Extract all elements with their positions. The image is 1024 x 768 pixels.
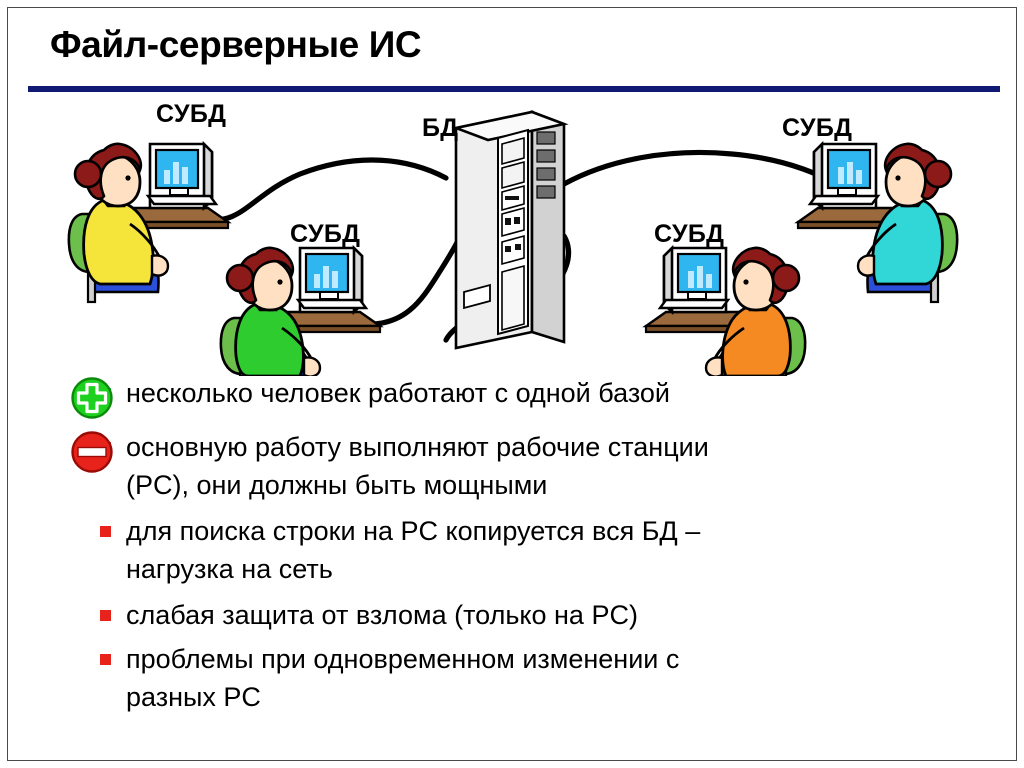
label-bd-server: БД <box>422 114 459 142</box>
label-subd-4: СУБД <box>782 114 853 142</box>
network-cables-and-devices <box>67 110 959 376</box>
bullet-text-cell: несколько человек работают с одной базой <box>126 374 1018 412</box>
bullet-text: проблемы при одновременном изменении с р… <box>126 644 680 712</box>
bullet-marker-cell <box>90 512 126 537</box>
bullet-square-marker <box>100 610 111 621</box>
workstation-graphic-2 <box>219 246 382 376</box>
bullet-marker-cell <box>90 596 126 621</box>
list-item: основную работу выполняют рабочие станци… <box>8 428 1018 504</box>
label-subd-1: СУБД <box>156 100 227 128</box>
list-item: для поиска строки на PC копируется вся Б… <box>8 512 1018 588</box>
title-block: Файл-серверные ИС <box>8 8 1016 100</box>
bullet-square-marker <box>100 526 111 537</box>
workstation-graphic-4 <box>796 142 959 304</box>
label-subd-2: СУБД <box>290 220 361 248</box>
bullet-list: несколько человек работают с одной базой… <box>8 374 1018 716</box>
bullet-text-cell: для поиска строки на PC копируется вся Б… <box>126 512 1018 588</box>
bullet-text: основную работу выполняют рабочие станци… <box>126 432 709 500</box>
list-item: слабая защита от взлома (только на PC) <box>8 596 1018 634</box>
slide-canvas: Файл-серверные ИС <box>7 7 1017 761</box>
bullet-marker-cell <box>90 640 126 665</box>
bullet-text: слабая защита от взлома (только на PC) <box>126 600 638 630</box>
list-item: проблемы при одновременном изменении с р… <box>8 640 1018 716</box>
bullet-text: несколько человек работают с одной базой <box>126 378 670 408</box>
green-plus-icon <box>71 377 113 419</box>
label-subd-3: СУБД <box>654 220 725 248</box>
bullet-text: для поиска строки на PC копируется вся Б… <box>126 516 701 584</box>
page-title: Файл-серверные ИС <box>50 24 422 65</box>
server-tower-graphic <box>451 110 569 350</box>
workstation-graphic-3 <box>644 246 807 376</box>
network-diagram: СУБД СУБД СУБД СУБД БД <box>8 96 1018 376</box>
workstation-graphic-1 <box>67 142 230 304</box>
bullet-text-cell: слабая защита от взлома (только на PC) <box>126 596 1018 634</box>
bullet-text-cell: проблемы при одновременном изменении с р… <box>126 640 1018 716</box>
list-item: несколько человек работают с одной базой <box>8 374 1018 419</box>
title-divider-rule <box>28 86 1000 92</box>
bullet-square-marker <box>100 654 111 665</box>
red-no-entry-icon <box>71 431 113 473</box>
bullet-text-cell: основную работу выполняют рабочие станци… <box>126 428 1018 504</box>
